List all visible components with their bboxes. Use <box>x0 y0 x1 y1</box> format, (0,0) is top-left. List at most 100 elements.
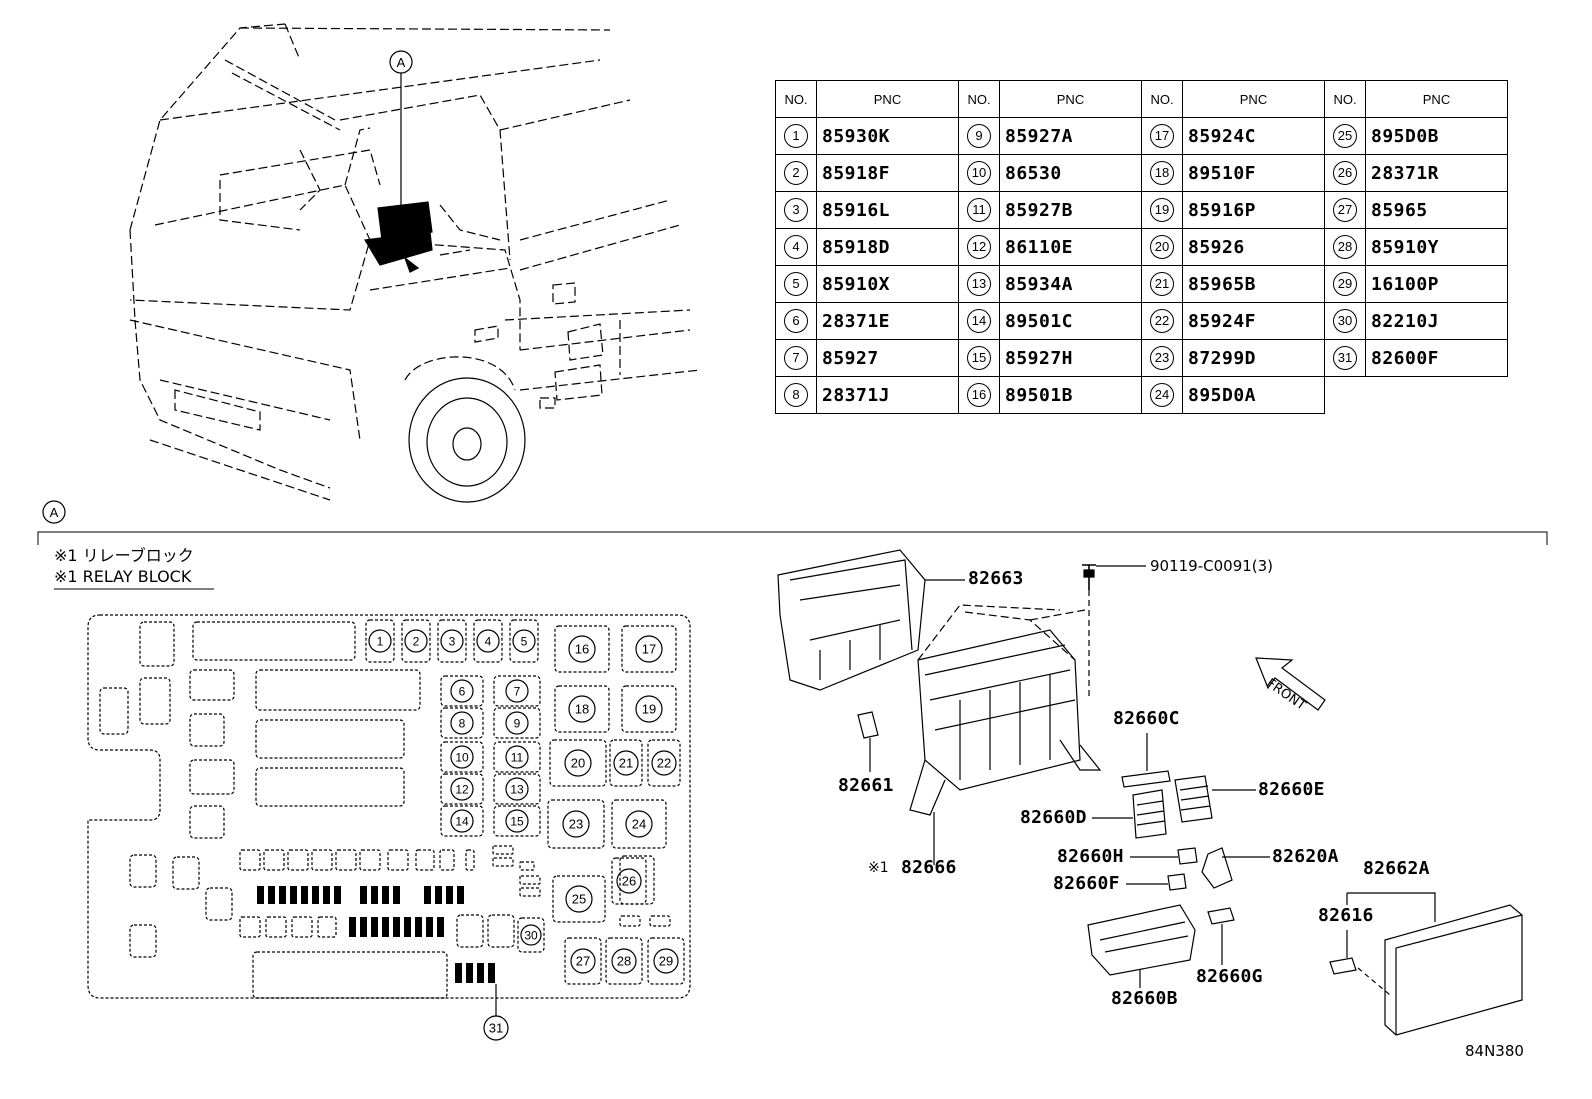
pnc-cell: 85918F <box>816 154 959 192</box>
item-number-circle: 16 <box>967 383 991 407</box>
relay-slot-number-circle <box>368 629 392 653</box>
relay-slot-outline <box>473 619 503 663</box>
item-number-cell: 13 <box>958 265 1000 303</box>
pnc-cell: 85927H <box>999 339 1142 377</box>
pnc-cell: 16100P <box>1365 265 1508 303</box>
pnc-cell: 895D0B <box>1365 117 1508 155</box>
empty-cell <box>1366 377 1508 414</box>
item-number-cell: 28 <box>1324 228 1366 266</box>
view-callout-circle <box>389 50 413 74</box>
pnc-cell: 28371J <box>816 376 959 414</box>
item-number-cell: 17 <box>1141 117 1183 155</box>
pnc-cell: 85916L <box>816 191 959 229</box>
pnc-cell: 85965 <box>1365 191 1508 229</box>
relay-slot-number: 15 <box>510 815 524 829</box>
item-number-circle: 10 <box>967 161 991 185</box>
item-number-cell: 2 <box>775 154 817 192</box>
item-number-cell: 8 <box>775 376 817 414</box>
pnc-cell: 85918D <box>816 228 959 266</box>
relay-slot-number-circle <box>450 711 474 735</box>
item-number-circle: 8 <box>784 383 808 407</box>
relay-slot-outline <box>549 739 607 787</box>
relay-slot-number: 7 <box>514 685 521 699</box>
relay-slot-19: 19 <box>621 685 677 733</box>
relay-slot-number: 9 <box>514 717 521 731</box>
relay-slot-outline <box>437 619 467 663</box>
relay-slot-31: 31 <box>483 1015 509 1041</box>
item-number-circle: 15 <box>967 346 991 370</box>
item-number-circle: 4 <box>784 235 808 259</box>
relay-slot-number-circle <box>565 885 593 913</box>
relay-slot-number: 27 <box>576 954 590 969</box>
item-number-circle: 7 <box>784 346 808 370</box>
relay-slot-number-circle <box>476 629 500 653</box>
relay-slot-number: 25 <box>572 892 586 907</box>
part-label-82660G: 82660G <box>1196 966 1263 987</box>
item-number-cell: 19 <box>1141 191 1183 229</box>
relay-slot-number-circle <box>616 868 642 894</box>
pnc-cell: 89501C <box>999 302 1142 340</box>
item-number-cell: 31 <box>1324 339 1366 377</box>
view-callout-letter: A <box>397 55 406 70</box>
relay-slot-outline <box>517 917 545 953</box>
relay-slot-5: 5 <box>509 619 539 663</box>
item-number-circle: 31 <box>1333 346 1357 370</box>
pnc-cell: 895D0A <box>1182 376 1325 414</box>
relay-slot-3: 3 <box>437 619 467 663</box>
pnc-cell: 28371E <box>816 302 959 340</box>
relay-slot-number-circle <box>505 809 529 833</box>
drawing-code: 84N380 <box>1465 1042 1524 1060</box>
relay-slot-27: 27 <box>564 937 602 985</box>
relay-slot-number-circle <box>653 948 679 974</box>
item-number-circle: 24 <box>1150 383 1174 407</box>
item-number-circle: 22 <box>1150 309 1174 333</box>
relay-slot-17: 17 <box>621 625 677 673</box>
relay-slot-number-circle <box>404 629 428 653</box>
relay-slot-number: 18 <box>575 702 589 717</box>
item-number-circle: 23 <box>1150 346 1174 370</box>
relay-slot-outline <box>493 707 541 739</box>
item-number-circle: 20 <box>1150 235 1174 259</box>
relay-slot-outline <box>493 773 541 805</box>
item-number-cell: 15 <box>958 339 1000 377</box>
relay-slot-number-circle <box>611 948 637 974</box>
relay-slot-number: 6 <box>459 685 466 699</box>
relay-slot-25: 25 <box>552 875 606 923</box>
pnc-cell: 82600F <box>1365 339 1508 377</box>
pnc-cell: 85916P <box>1182 191 1325 229</box>
relay-slot-outline <box>440 805 484 837</box>
item-number-circle: 5 <box>784 272 808 296</box>
relay-slot-1: 1 <box>365 619 395 663</box>
table-header-row: NO. PNC NO. PNC NO. PNC NO. PNC <box>775 80 1508 118</box>
relay-slot-number-circle <box>512 629 536 653</box>
relay-slot-number-circle <box>625 810 653 838</box>
relay-slot-number: 30 <box>524 929 538 943</box>
empty-cell <box>1325 377 1366 414</box>
col-no-header: NO. <box>775 80 817 118</box>
relay-slot-number: 14 <box>455 815 469 829</box>
relay-slot-number-circle <box>562 810 590 838</box>
pnc-cell: 86110E <box>999 228 1142 266</box>
item-number-cell: 12 <box>958 228 1000 266</box>
part-label-82660D: 82660D <box>1020 807 1087 828</box>
relay-slot-number-circle <box>505 745 529 769</box>
relay-slot-outline <box>564 937 602 985</box>
relay-slot-outline <box>605 937 643 985</box>
relay-slot-11: 11 <box>493 741 541 773</box>
relay-slot-18: 18 <box>554 685 610 733</box>
relay-slot-20: 20 <box>549 739 607 787</box>
col-pnc-header: PNC <box>999 80 1142 118</box>
relay-slot-outline <box>554 625 610 673</box>
item-number-cell: 9 <box>958 117 1000 155</box>
part-82666-mark: ※1 <box>868 860 889 876</box>
relay-slot-number-circle <box>635 635 663 663</box>
pnc-cell: 85910X <box>816 265 959 303</box>
relay-slot-number-circle <box>483 1015 509 1041</box>
pnc-cell: 87299D <box>1182 339 1325 377</box>
relay-slot-number-circle <box>568 635 596 663</box>
pnc-cell: 28371R <box>1365 154 1508 192</box>
col-no-header: NO. <box>1324 80 1366 118</box>
item-number-circle: 21 <box>1150 272 1174 296</box>
item-number-cell: 11 <box>958 191 1000 229</box>
